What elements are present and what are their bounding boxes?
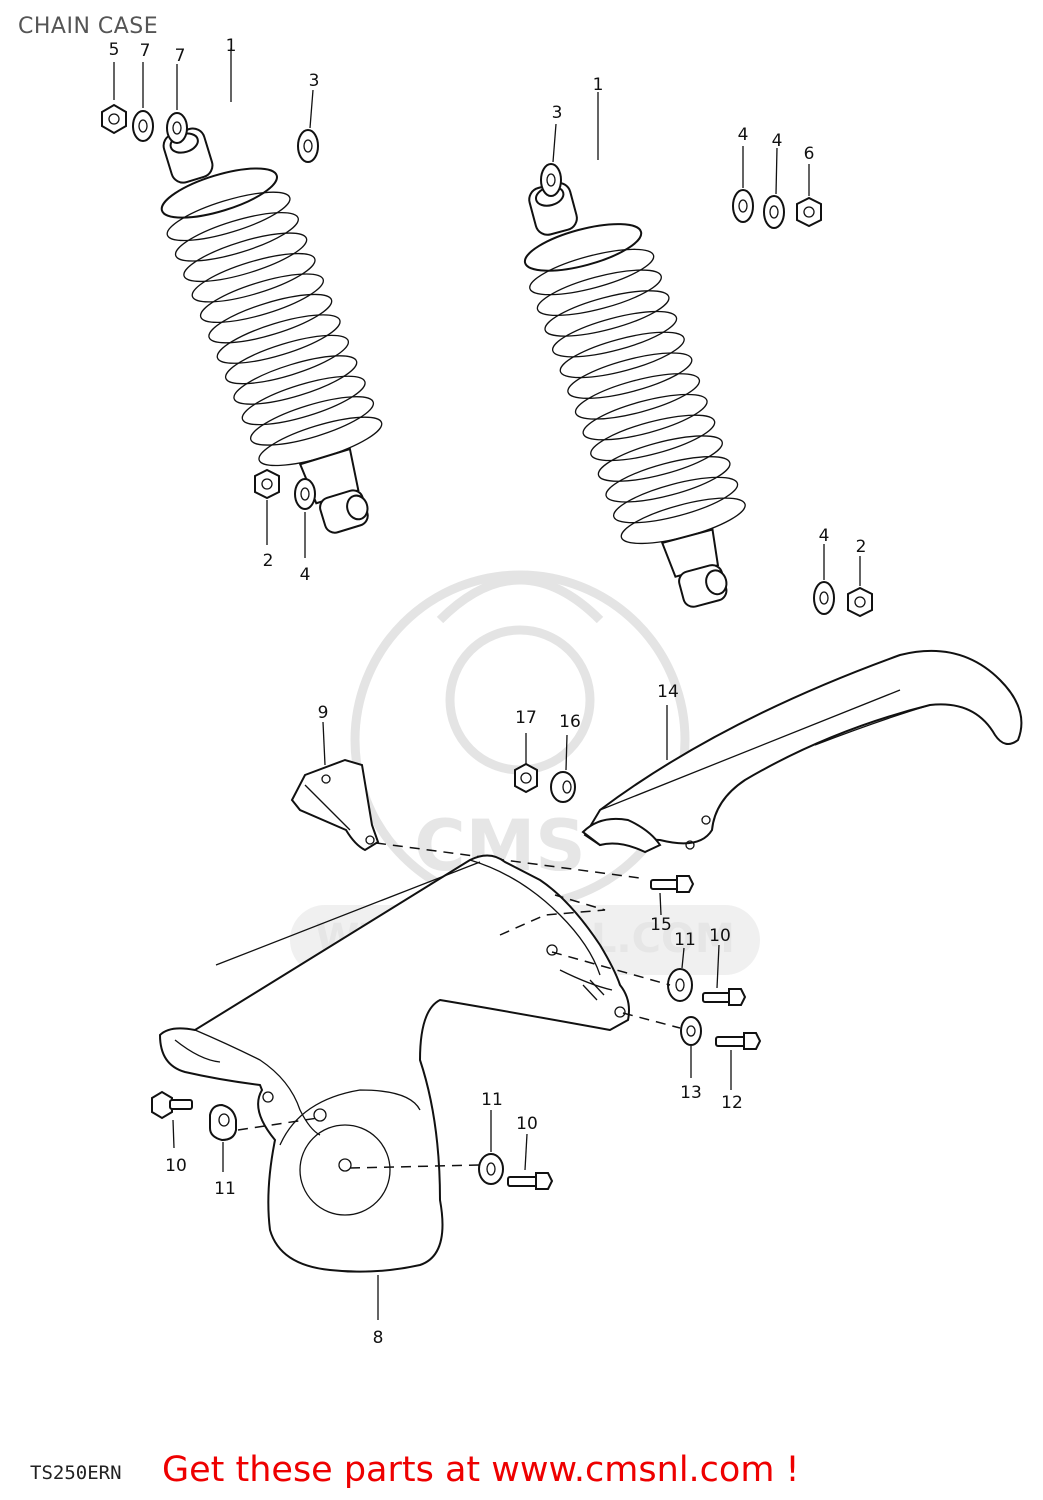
left-washer-4[interactable] <box>294 478 316 510</box>
washer-16[interactable] <box>550 771 576 803</box>
washer-13[interactable] <box>680 1016 702 1046</box>
left-washer-7a[interactable] <box>132 110 154 142</box>
right-washer-3[interactable] <box>540 163 562 197</box>
right-washer-4b[interactable] <box>763 195 785 229</box>
left-nut-5[interactable] <box>101 103 127 135</box>
callout-right-washer-4c: 4 <box>819 526 830 546</box>
bracket-9[interactable] <box>290 758 380 852</box>
callout-left-nut-2: 2 <box>263 551 274 571</box>
callout-bolt-10c: 10 <box>516 1114 538 1134</box>
callout-right-nut-6: 6 <box>804 144 815 164</box>
callout-left-washer-7a: 7 <box>140 41 151 61</box>
washer-11a[interactable] <box>667 968 693 1002</box>
right-washer-4a[interactable] <box>732 189 754 223</box>
callout-right-washer-3: 3 <box>552 103 563 123</box>
model-code: TS250ERN <box>30 1462 122 1484</box>
callout-left-washer-7b: 7 <box>175 46 186 66</box>
right-nut-2[interactable] <box>847 586 873 618</box>
callout-left-shock-1: 1 <box>226 36 237 56</box>
bolt-10c[interactable] <box>507 1172 554 1190</box>
callout-left-washer-4: 4 <box>300 565 311 585</box>
callout-washer-11a: 11 <box>674 930 696 950</box>
callout-guard-14: 14 <box>657 682 679 702</box>
washer-11b[interactable] <box>209 1103 237 1142</box>
chain-guard-14[interactable] <box>581 649 1023 854</box>
callout-washer-11b: 11 <box>214 1179 236 1199</box>
washer-11c[interactable] <box>478 1153 504 1185</box>
callout-left-washer-3: 3 <box>309 71 320 91</box>
callout-right-washer-4a: 4 <box>738 125 749 145</box>
left-washer-3[interactable] <box>297 129 319 163</box>
callout-bolt-10a: 10 <box>709 926 731 946</box>
diagram-title: CHAIN CASE <box>18 14 159 39</box>
nut-17[interactable] <box>514 762 538 794</box>
callout-chain-case-8: 8 <box>373 1328 384 1348</box>
bolt-10b[interactable] <box>151 1090 193 1120</box>
bolt-12[interactable] <box>715 1032 762 1050</box>
right-shock-absorber[interactable] <box>505 157 767 626</box>
callout-left-nut-5: 5 <box>109 40 120 60</box>
callout-bracket-9: 9 <box>318 703 329 723</box>
chain-case-8[interactable] <box>158 854 630 1273</box>
left-nut-2[interactable] <box>254 468 280 500</box>
callout-washer-16: 16 <box>559 712 581 732</box>
callout-bolt-15: 15 <box>650 915 672 935</box>
callout-labels: 5 7 7 1 3 2 4 1 3 4 4 6 4 2 14 9 17 16 1… <box>109 36 867 1348</box>
callout-nut-17: 17 <box>515 708 537 728</box>
callout-washer-11c: 11 <box>481 1090 503 1110</box>
promo-link[interactable]: Get these parts at www.cmsnl.com ! <box>162 1450 800 1490</box>
left-washer-7b[interactable] <box>166 112 188 144</box>
bolt-10a[interactable] <box>702 988 747 1006</box>
callout-right-shock-1: 1 <box>593 75 604 95</box>
callout-washer-13: 13 <box>680 1083 702 1103</box>
callout-right-nut-2: 2 <box>856 537 867 557</box>
callout-bolt-10b: 10 <box>165 1156 187 1176</box>
callout-right-washer-4b: 4 <box>772 131 783 151</box>
right-nut-6[interactable] <box>796 196 822 228</box>
callout-bolt-12: 12 <box>721 1093 743 1113</box>
bolt-15[interactable] <box>650 875 695 893</box>
right-washer-4c[interactable] <box>813 581 835 615</box>
